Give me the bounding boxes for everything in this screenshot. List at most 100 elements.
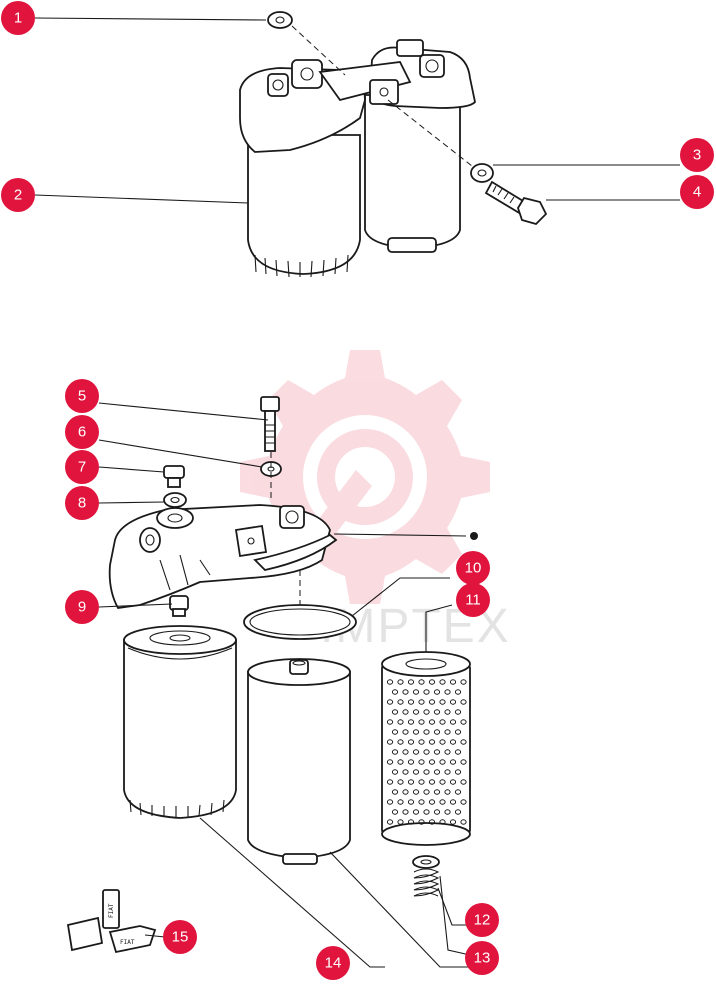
plug-7 — [163, 465, 185, 488]
callout-label-5: 5 — [78, 388, 86, 405]
perforation-hole — [444, 809, 451, 815]
perforation-hole — [428, 699, 436, 705]
perforation-hole — [391, 769, 399, 775]
perforation-hole — [449, 719, 457, 725]
perforation-hole — [439, 699, 446, 705]
perforation-hole — [412, 789, 420, 795]
perforation-hole — [454, 789, 462, 795]
spring-12 — [412, 855, 440, 897]
spin-on-filter — [123, 625, 237, 819]
perforation-hole — [460, 759, 467, 765]
perforation-hole — [407, 739, 415, 745]
perforation-hole — [407, 819, 415, 825]
perforation-hole — [433, 749, 441, 755]
perforation-hole — [449, 739, 457, 745]
perforation-hole — [454, 769, 462, 775]
perforation-hole — [439, 819, 446, 825]
perforation-hole — [449, 679, 457, 685]
callout-label-1: 1 — [14, 10, 22, 27]
perforation-hole — [402, 809, 409, 815]
callout-circle-1 — [1, 1, 35, 35]
perforation-hole — [386, 699, 394, 705]
perforation-hole — [439, 679, 446, 685]
perforation-hole — [439, 779, 446, 785]
tag-text-2: FIAT — [120, 939, 135, 946]
perforation-hole — [460, 699, 467, 705]
perforation-hole — [449, 799, 457, 805]
perforation-hole — [460, 779, 467, 785]
perforation-hole — [433, 689, 441, 695]
washer-8 — [163, 492, 187, 508]
perforation-hole — [433, 769, 441, 775]
callout-label-8: 8 — [78, 495, 86, 512]
callout-circle-4 — [680, 175, 714, 209]
perforation-hole — [418, 799, 425, 805]
callout-label-9: 9 — [78, 599, 86, 616]
perforation-hole — [397, 719, 404, 725]
perforation-hole — [433, 729, 441, 735]
perforation-hole — [407, 719, 415, 725]
callout-circle-3 — [680, 138, 714, 172]
callout-circle-13 — [465, 941, 499, 975]
perforation-hole — [391, 809, 399, 815]
perforation-hole — [397, 679, 404, 685]
callout-circle-8 — [65, 486, 99, 520]
perforation-hole — [460, 799, 467, 805]
assembly-line-top — [291, 25, 473, 167]
perforation-hole — [412, 689, 420, 695]
perforation-hole — [439, 799, 446, 805]
perforation-hole — [397, 779, 404, 785]
callout-label-11: 11 — [465, 592, 481, 609]
perforation-hole — [402, 749, 409, 755]
perforation-hole — [391, 749, 399, 755]
perforation-hole — [454, 709, 462, 715]
assembled-filter-unit — [239, 39, 476, 278]
perforation-hole — [428, 739, 436, 745]
callout-label-12: 12 — [474, 912, 491, 929]
filter-head-housing — [108, 504, 338, 609]
perforation-hole — [423, 769, 430, 775]
perforation-hole — [428, 799, 436, 805]
perforation-hole — [412, 749, 420, 755]
callout-label-15: 15 — [172, 929, 189, 946]
cartridge-filter — [247, 658, 351, 865]
washer-3 — [470, 163, 494, 183]
perforation-hole — [391, 729, 399, 735]
callout-label-14: 14 — [325, 955, 342, 972]
perforation-hole — [428, 779, 436, 785]
perforation-hole — [407, 699, 415, 705]
perforation-hole — [460, 819, 467, 825]
perforation-hole — [439, 719, 446, 725]
perforation-hole — [454, 749, 462, 755]
perforation-hole — [423, 789, 430, 795]
callout-label-2: 2 — [14, 187, 22, 204]
perforation-hole — [418, 739, 425, 745]
callout-label-7: 7 — [78, 459, 86, 476]
perforation-hole — [433, 709, 441, 715]
perforation-hole — [449, 699, 457, 705]
perforation-hole — [449, 779, 457, 785]
perforation-hole — [418, 719, 425, 725]
filter-base-ribs-top — [254, 254, 349, 278]
perforation-hole — [418, 699, 425, 705]
perforation-hole — [423, 749, 430, 755]
perforation-hole — [402, 729, 409, 735]
perforation-hole — [428, 759, 436, 765]
perforation-hole — [391, 689, 399, 695]
perforation-hole — [407, 759, 415, 765]
perforation-hole — [444, 749, 451, 755]
perforation-hole — [412, 769, 420, 775]
perforation-hole — [433, 789, 441, 795]
perforation-hole — [418, 779, 425, 785]
perforation-hole — [454, 689, 462, 695]
perforation-hole — [418, 679, 425, 685]
tag-text: FIAT — [108, 903, 115, 918]
callout-circle-5 — [65, 379, 99, 413]
leader-lines — [34, 17, 680, 968]
perforation-hole — [444, 769, 451, 775]
callout-circle-14 — [316, 946, 350, 980]
perforation-hole — [402, 769, 409, 775]
perforation-hole — [386, 739, 394, 745]
perforated-filter-element — [381, 651, 471, 846]
perforation-pattern — [386, 679, 467, 825]
